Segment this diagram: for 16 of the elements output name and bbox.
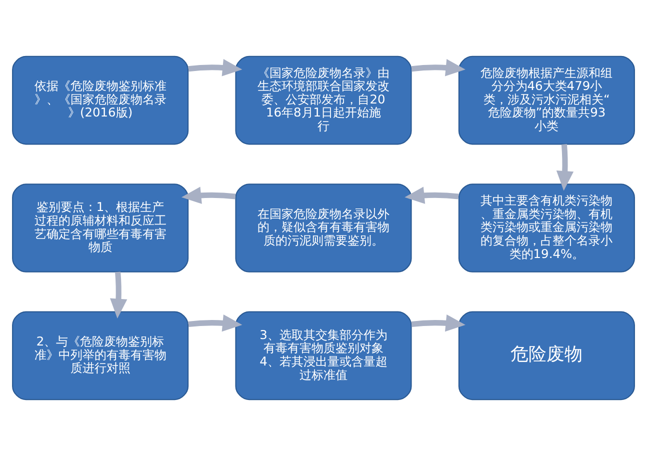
node-box: 鉴别要点：1、根据生产过程的原辅材料和反应工艺确定含有哪些有毒有害物质	[12, 183, 189, 272]
arrow	[411, 314, 466, 332]
arrow	[181, 186, 236, 204]
arrow	[404, 186, 459, 204]
node-box: 依据《危险废物鉴别标准》、《国家危险废物名录》(2016版)	[12, 55, 189, 144]
node-box: 在国家危险废物名录以外的，疑似含有有毒有害物质的污泥则需要鉴别。	[235, 183, 412, 272]
node-box: 2、与《危险废物鉴别标准》中列举的有毒有害物质进行对照	[12, 310, 189, 400]
node-box: 3、选取其交集部分作为有毒有害物质鉴别对象 4、若其浸出量或含量超过标准值	[235, 310, 412, 400]
arrow	[411, 58, 466, 76]
node-box: 其中主要含有机类污染物、重金属类污染物、有机类污染物或重金属污染物的复合物，占整个名录小类的19.4%。	[458, 183, 635, 272]
arrow	[556, 144, 574, 190]
node-box: 《国家危险废物名录》由生态环境部联合国家发改委、公安部发布，自2016年8月1日起开始施行	[235, 55, 412, 144]
arrow	[188, 314, 242, 332]
arrow	[188, 58, 242, 76]
node-box: 危险废物	[458, 310, 635, 400]
node-box: 危险废物根据产生源和组分分为46大类479小类，涉及污水污泥相关“危险废物”的数量共93小类	[458, 55, 635, 144]
